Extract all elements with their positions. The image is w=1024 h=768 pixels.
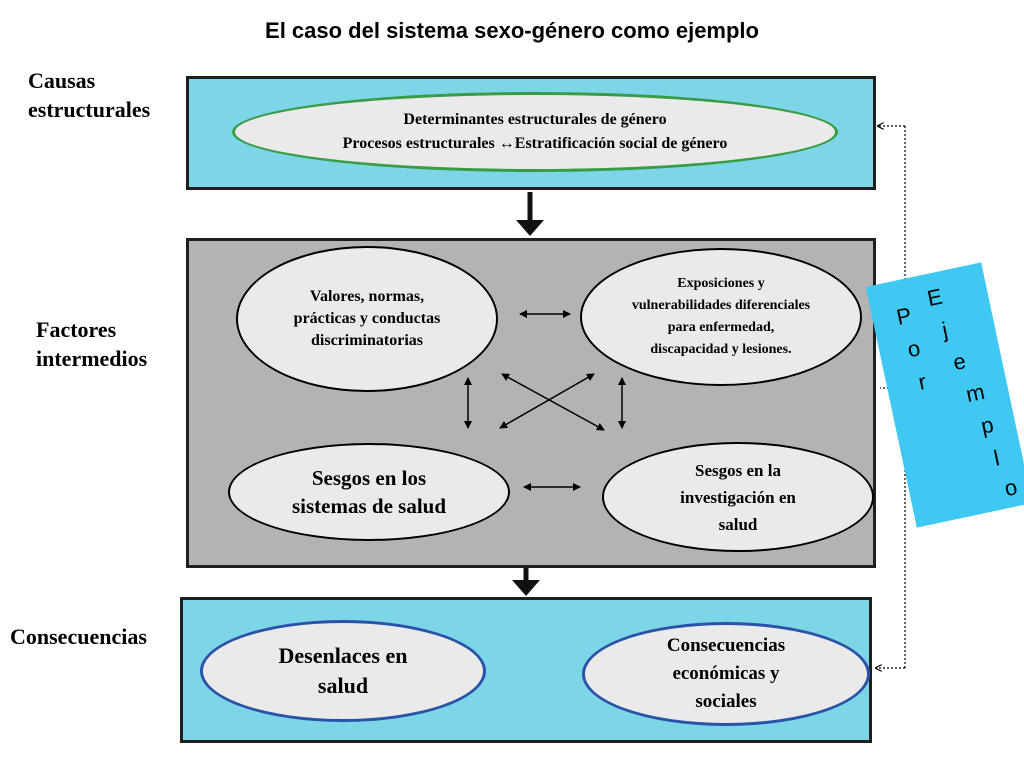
- card-letter: o: [1002, 474, 1020, 502]
- label-line: Causas: [28, 68, 96, 93]
- ellipse-text-line: Desenlaces en: [278, 643, 408, 668]
- ellipse-text-line: económicas y: [672, 663, 780, 684]
- label-line: intermedios: [36, 346, 148, 371]
- card-letter: r: [916, 368, 929, 395]
- page-title: El caso del sistema sexo-género como eje…: [265, 18, 759, 43]
- card-letter: j: [939, 317, 950, 343]
- label-causas-estructurales: Causas estructurales: [28, 66, 150, 124]
- values-norms-ellipse: Valores, normas, prácticas y conductas d…: [236, 246, 498, 392]
- ellipse-text-line: sistemas de salud: [291, 494, 447, 518]
- structural-determinants-ellipse: Determinantes estructurales de género Pr…: [232, 92, 838, 172]
- structural-processes-line: Procesos estructurales ↔Estratificación …: [343, 132, 728, 156]
- ellipse-text-line: investigación en: [680, 487, 796, 507]
- ellipse-text-line: Consecuencias: [666, 635, 786, 656]
- ellipse-text-line: prácticas y conductas: [293, 310, 441, 327]
- arrow-diagonal-2: [499, 373, 595, 429]
- label-factores-intermedios: Factores intermedios: [36, 315, 147, 373]
- card-letter: m: [963, 378, 987, 408]
- down-arrow-factors-to-consequences: [512, 568, 540, 596]
- card-letter: e: [950, 348, 968, 376]
- health-outcomes-ellipse: Desenlaces en salud: [200, 620, 486, 722]
- card-letter: p: [978, 411, 996, 439]
- ellipse-text-line: discriminatorias: [311, 332, 423, 349]
- ellipse-text-line: Exposiciones y: [677, 276, 765, 291]
- card-letter: l: [991, 445, 1002, 471]
- processes-text: Procesos estructurales: [342, 135, 499, 152]
- health-systems-bias-ellipse: Sesgos en los sistemas de salud: [228, 443, 510, 541]
- card-letter: o: [905, 335, 923, 363]
- ellipse-text-line: salud: [317, 673, 369, 698]
- ellipse-text-line: salud: [718, 514, 758, 534]
- label-line: Factores: [36, 317, 117, 342]
- label-line: estructurales: [28, 97, 151, 122]
- card-letter: E: [924, 283, 945, 312]
- ellipse-text-line: sociales: [695, 691, 757, 712]
- research-bias-ellipse: Sesgos en la investigación en salud: [602, 442, 874, 552]
- arrow-diagonal-1: [501, 373, 605, 431]
- ellipse-text-line: discapacidad y lesiones.: [650, 342, 792, 357]
- label-consecuencias: Consecuencias: [10, 624, 147, 649]
- ellipse-text-line: vulnerabilidades diferenciales: [631, 298, 811, 313]
- exposures-vulnerabilities-ellipse: Exposiciones y vulnerabilidades diferenc…: [580, 248, 862, 386]
- structural-determinants-title: Determinantes estructurales de género: [403, 111, 667, 128]
- card-letter: P: [894, 302, 914, 330]
- economic-social-consequences-ellipse: Consecuencias económicas y sociales: [582, 622, 870, 726]
- ellipse-text-line: Sesgos en la: [695, 460, 781, 480]
- stratification-text: Estratificación social de género: [514, 135, 728, 152]
- ellipse-text-line: Sesgos en los: [311, 466, 427, 490]
- ellipse-text-line: Valores, normas,: [309, 288, 425, 305]
- bidirectional-arrow-icon: ↔: [498, 135, 515, 152]
- ellipse-text-line: para enfermedad,: [667, 320, 775, 335]
- down-arrow-causes-to-factors: [516, 192, 544, 236]
